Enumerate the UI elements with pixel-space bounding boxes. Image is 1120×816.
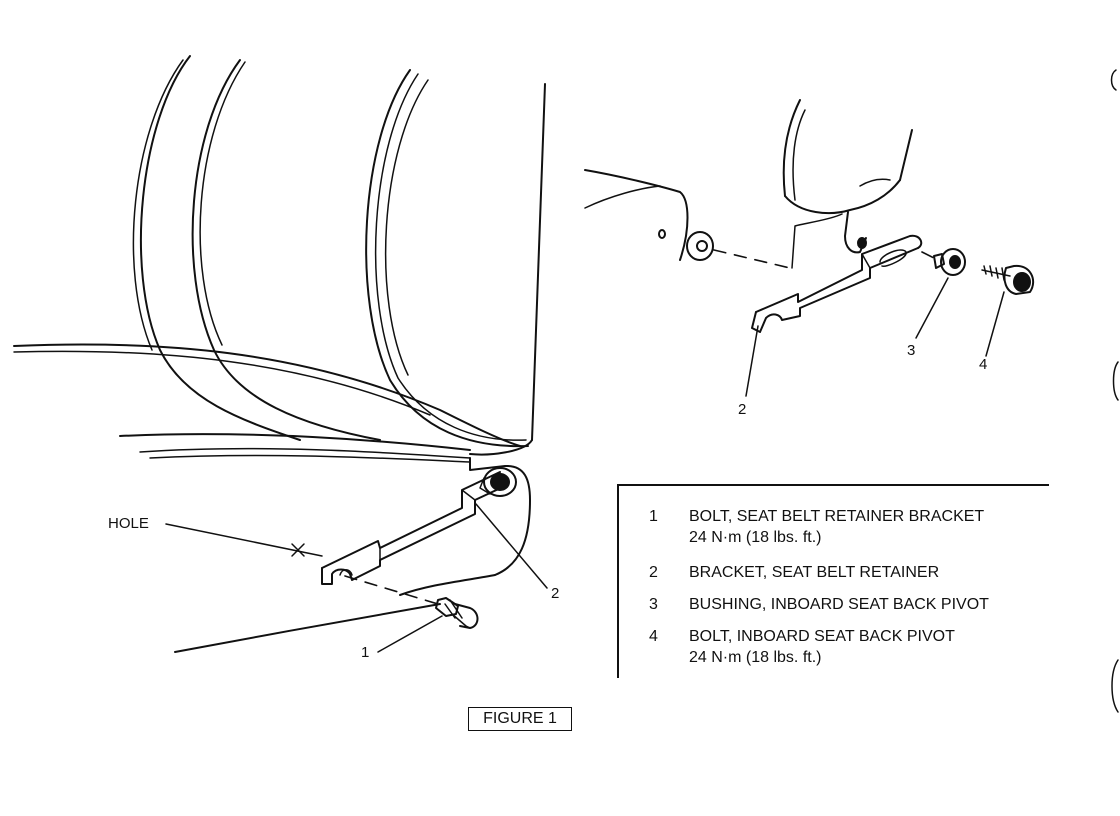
bolt-1-illustration	[435, 597, 479, 629]
callout-2-detail: 2	[738, 401, 747, 418]
figure-label: FIGURE 1	[468, 707, 572, 731]
leader-2-main	[475, 503, 548, 589]
legend-line: BOLT, SEAT BELT RETAINER BRACKET	[689, 508, 985, 525]
callout-hole: HOLE	[108, 515, 149, 532]
legend-description: BRACKET, SEAT BELT RETAINER	[689, 562, 939, 583]
detail-alignment-line-right	[921, 251, 935, 259]
leader-1	[377, 615, 443, 653]
bolt-1-alignment-line	[344, 575, 439, 605]
callout-4: 4	[979, 356, 988, 373]
parts-legend: 1 BOLT, SEAT BELT RETAINER BRACKET 24 N·…	[617, 484, 1049, 678]
legend-description: BOLT, SEAT BELT RETAINER BRACKET 24 N·m …	[689, 506, 984, 548]
seat-belt-retainer-bracket-main	[321, 467, 517, 585]
legend-description: BUSHING, INBOARD SEAT BACK PIVOT	[689, 594, 989, 615]
callout-3: 3	[907, 342, 916, 359]
legend-description: BOLT, INBOARD SEAT BACK PIVOT 24 N·m (18…	[689, 626, 955, 668]
detail-alignment-line-left	[713, 249, 791, 269]
seat-back-illustration	[13, 55, 546, 653]
bushing-3-illustration	[933, 248, 966, 276]
legend-number: 3	[649, 596, 658, 613]
leader-4	[985, 291, 1005, 357]
edge-fragment	[1112, 361, 1119, 401]
hole-leader	[165, 523, 323, 557]
legend-line: BRACKET, SEAT BELT RETAINER	[689, 564, 940, 581]
detail-seat-outline	[584, 99, 913, 269]
legend-number: 4	[649, 628, 658, 645]
seat-belt-retainer-bracket-detail	[751, 234, 923, 333]
detail-washer-illustration	[658, 229, 714, 261]
legend-line: 24 N·m (18 lbs. ft.)	[689, 649, 822, 666]
legend-number: 2	[649, 564, 658, 581]
legend-line: BOLT, INBOARD SEAT BACK PIVOT	[689, 628, 955, 645]
legend-line: BUSHING, INBOARD SEAT BACK PIVOT	[689, 596, 989, 613]
detail-mount-hole	[857, 237, 867, 249]
legend-line: 24 N·m (18 lbs. ft.)	[689, 529, 822, 546]
edge-fragment	[1110, 69, 1117, 91]
leader-2-detail	[745, 325, 759, 397]
bolt-4-illustration	[981, 264, 1035, 295]
edge-fragment	[1111, 659, 1119, 713]
legend-number: 1	[649, 508, 658, 525]
callout-1: 1	[361, 644, 370, 661]
callout-2-main: 2	[551, 585, 560, 602]
leader-3	[915, 277, 949, 339]
